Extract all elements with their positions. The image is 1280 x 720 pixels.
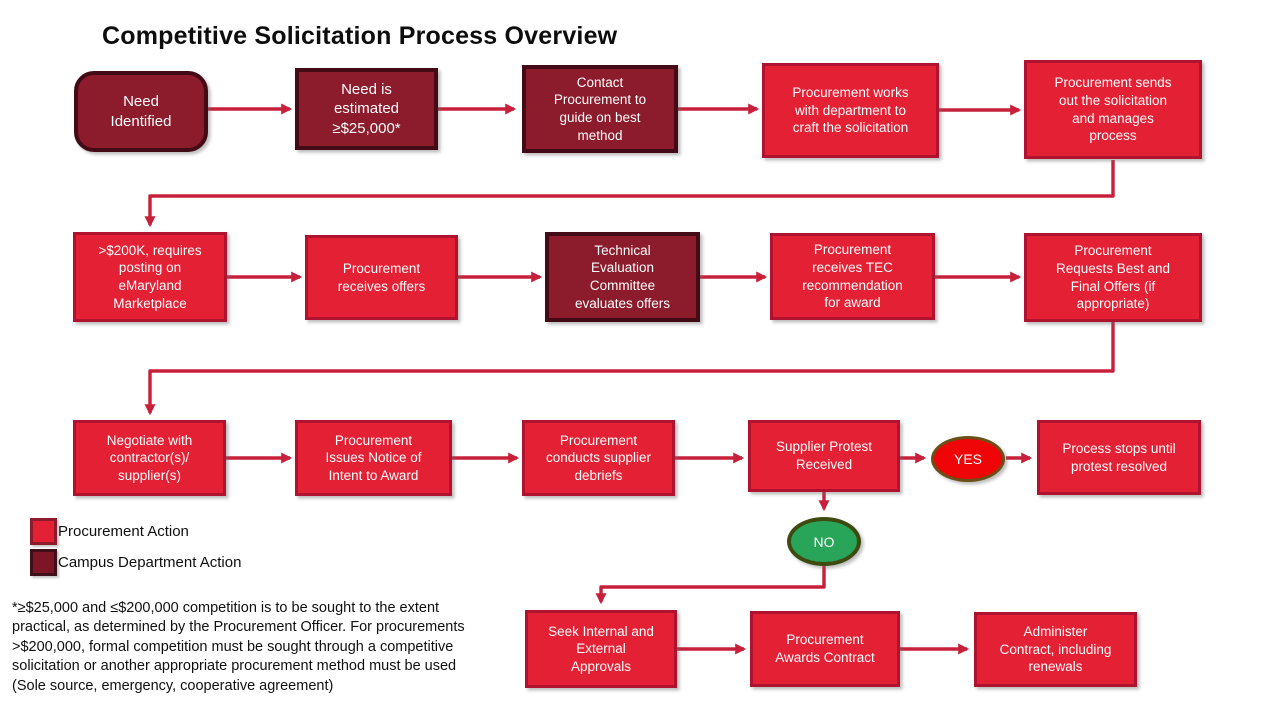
node-supplier-protest: Supplier Protest Received [748, 420, 900, 492]
legend-label-campus: Campus Department Action [58, 554, 242, 571]
node-supplier-debriefs: Procurement conducts supplier debriefs [522, 420, 675, 496]
node-contact-procurement: Contact Procurement to guide on best met… [522, 65, 678, 153]
node-receives-offers: Procurement receives offers [305, 235, 458, 320]
legend-swatch-campus [30, 549, 57, 576]
connector-row1-to-row2 [144, 160, 1115, 228]
connector-row2-to-row3 [144, 322, 1115, 416]
node-tec-evaluates: Technical Evaluation Committee evaluates… [545, 232, 700, 322]
node-craft-solicitation: Procurement works with department to cra… [762, 63, 939, 158]
decision-yes: YES [931, 436, 1005, 482]
node-seek-approvals: Seek Internal and External Approvals [525, 610, 677, 688]
node-negotiate: Negotiate with contractor(s)/ supplier(s… [73, 420, 226, 496]
node-sends-solicitation: Procurement sends out the solicitation a… [1024, 60, 1202, 159]
connector-no-to-approvals [595, 566, 826, 605]
footnote: *≥$25,000 and ≤$200,000 competition is t… [12, 600, 465, 694]
decision-no: NO [787, 517, 861, 566]
diagram-title: Competitive Solicitation Process Overvie… [102, 22, 618, 50]
node-best-final-offers: Procurement Requests Best and Final Offe… [1024, 233, 1202, 322]
node-notice-of-intent: Procurement Issues Notice of Intent to A… [295, 420, 452, 496]
node-tec-recommendation: Procurement receives TEC recommendation … [770, 233, 935, 320]
legend-label-procurement: Procurement Action [58, 523, 189, 540]
node-need-estimated: Need is estimated ≥$25,000* [295, 68, 438, 150]
node-awards-contract: Procurement Awards Contract [750, 611, 900, 687]
node-process-stops: Process stops until protest resolved [1037, 420, 1201, 495]
legend-swatch-procurement [30, 518, 57, 545]
node-need-identified: Need Identified [74, 71, 208, 152]
node-emaryland-posting: >$200K, requires posting on eMaryland Ma… [73, 232, 227, 322]
node-administer-contract: Administer Contract, including renewals [974, 612, 1137, 687]
